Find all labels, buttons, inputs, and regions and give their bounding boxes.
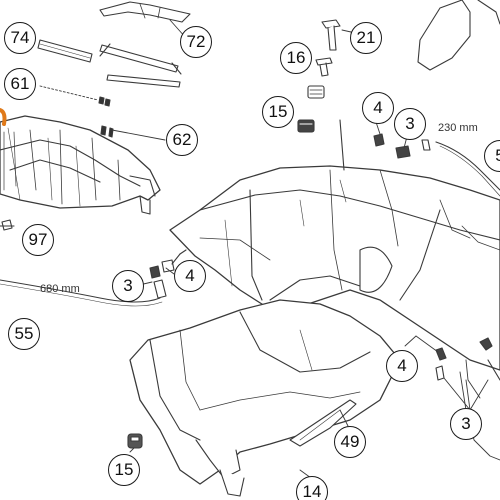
upper-bracket-part (99, 1, 191, 23)
callout-74: 74 (4, 22, 36, 54)
callout-3-upper: 3 (394, 108, 426, 140)
callout-72: 72 (180, 26, 212, 58)
hose-length-label-680: 680 mm (40, 283, 80, 295)
callout-4-lower: 4 (386, 350, 418, 382)
callout-3-left: 3 (112, 270, 144, 302)
callout-4-left: 4 (174, 260, 206, 292)
callout-21: 21 (350, 22, 382, 54)
lower-panel-part (129, 299, 401, 497)
grommet-part-15-upper (297, 85, 325, 133)
fastener-part-21 (321, 19, 341, 51)
callout-15-lower: 15 (108, 454, 140, 486)
callout-62: 62 (166, 124, 198, 156)
callout-55: 55 (8, 318, 40, 350)
bolt-part-16 (315, 57, 333, 77)
accent-mark (0, 108, 7, 126)
fairing-part-49 (289, 399, 357, 447)
callout-14: 14 (296, 476, 328, 500)
frame-part-right (417, 0, 500, 71)
clip-part-97 (0, 219, 15, 231)
callout-97: 97 (22, 224, 54, 256)
pin-part-62 (100, 125, 166, 141)
callout-3-lower: 3 (450, 408, 482, 440)
callout-15-upper: 15 (262, 96, 294, 128)
clamp-part-upper (339, 119, 500, 197)
airbox-part (0, 115, 161, 215)
strap-part-74 (37, 39, 93, 63)
hose-length-label-230: 230 mm (438, 122, 478, 134)
screw-part-61 (39, 85, 111, 107)
grommet-part-15-lower (127, 433, 143, 449)
callout-49: 49 (334, 426, 366, 458)
hose-part-680 (0, 279, 167, 307)
main-tank-part (169, 165, 500, 371)
callout-61: 61 (4, 68, 36, 100)
callout-16: 16 (280, 42, 312, 74)
rod-part-72 (99, 43, 182, 88)
callout-4-upper: 4 (362, 92, 394, 124)
